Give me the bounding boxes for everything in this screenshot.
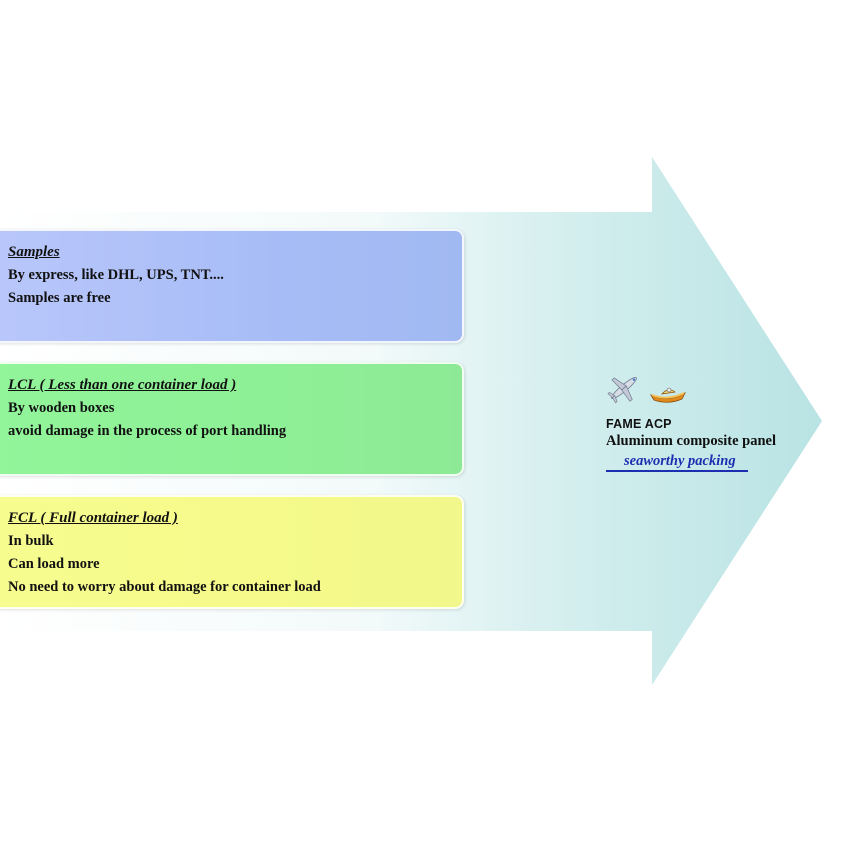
samples-title: Samples: [8, 244, 60, 260]
lcl-line-2: avoid damage in the process of port hand…: [8, 423, 287, 439]
arrow-label: FAME ACP Aluminum composite panel seawor…: [606, 369, 821, 472]
fcl-line-2: Can load more: [8, 556, 100, 572]
transport-icons: [606, 369, 821, 405]
fcl-line-1: In bulk: [8, 533, 54, 549]
fcl-line-3: No need to worry about damage for contai…: [8, 579, 321, 595]
brand-name: FAME ACP: [606, 417, 672, 431]
boat-icon: [649, 387, 686, 403]
samples-line-2: Samples are free: [8, 290, 111, 306]
lcl-title: LCL ( Less than one container load ): [8, 377, 237, 393]
seaworthy-packing-link[interactable]: seaworthy packing: [606, 452, 748, 472]
airplane-icon: [607, 377, 637, 404]
fcl-title: FCL ( Full container load ): [8, 510, 178, 526]
samples-line-1: By express, like DHL, UPS, TNT....: [8, 267, 224, 283]
fcl-panel: FCL ( Full container load ) In bulk Can …: [0, 495, 464, 609]
samples-panel: Samples By express, like DHL, UPS, TNT..…: [0, 229, 464, 343]
product-name: Aluminum composite panel: [606, 433, 776, 449]
lcl-line-1: By wooden boxes: [8, 400, 115, 416]
lcl-panel: LCL ( Less than one container load ) By …: [0, 362, 464, 476]
